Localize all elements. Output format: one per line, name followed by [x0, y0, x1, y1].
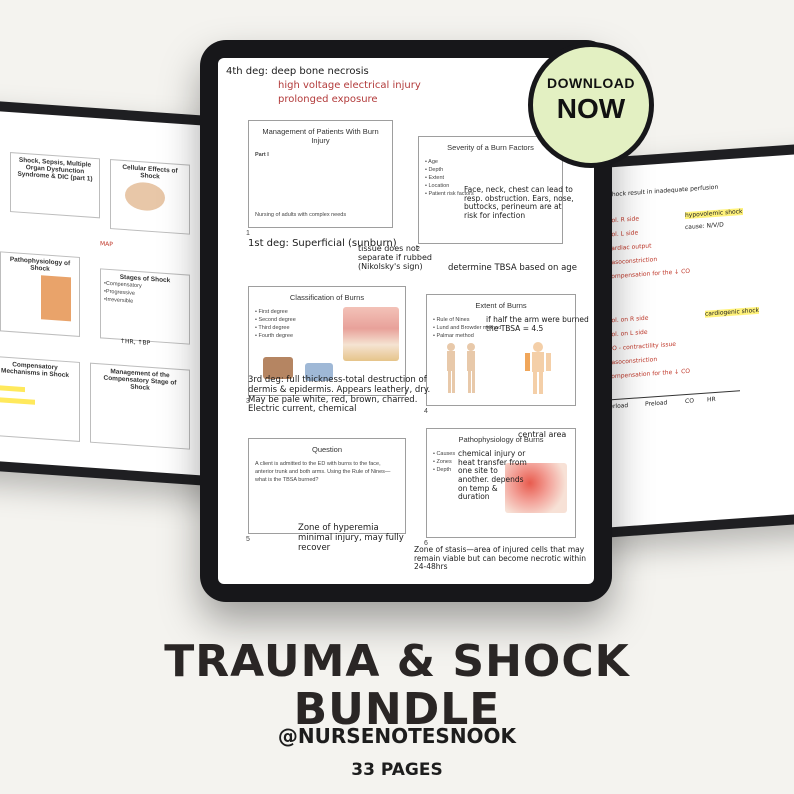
note-hyperemia: Zone of hyperemia minimal injury, may fu…	[298, 523, 404, 553]
note-central: central area	[518, 430, 567, 439]
mini-slide-pathophys-title: Pathophysiology of Shock	[9, 256, 71, 273]
line: ↓ CO - contractility issue	[601, 340, 676, 353]
note-4th-degree: 4th deg: deep bone necrosis	[226, 66, 369, 77]
highlight-mark	[0, 397, 35, 405]
question-text: A client is admitted to the ED with burn…	[255, 461, 391, 483]
slide-number: 3	[246, 398, 250, 405]
mini-slide-pathophys: Pathophysiology of Shock	[0, 251, 80, 337]
slide-footer: Nursing of adults with complex needs	[255, 212, 347, 218]
mini-slide-compensatory-title: Compensatory Mechanisms in Shock	[1, 361, 69, 380]
note-hypovolemic: hypovolemic shock	[685, 208, 743, 220]
cell-illustration	[125, 181, 165, 212]
burn-photo	[263, 357, 293, 379]
slide-number: 4	[424, 408, 428, 415]
note-nikolsky: tissue does not separate if rubbed (Niko…	[358, 244, 432, 272]
bullet: • First degree	[255, 309, 288, 315]
bullet: • Age	[425, 159, 438, 165]
left-tablet-screen: Shock, Sepsis, Multiple Organ Dysfunctio…	[0, 109, 220, 477]
badge-now-text: NOW	[556, 93, 626, 124]
note-cardiogenic: cardiogenic shock	[705, 306, 760, 318]
bullet: • Extent	[425, 175, 445, 181]
note-stasis: Zone of stasis—area of injured cells tha…	[414, 545, 586, 572]
bullet: • Causes	[433, 451, 456, 457]
mini-slide-stages: Stages of Shock •Compensatory •Progressi…	[100, 268, 190, 345]
slide-extent: Extent of Burns • Rule of Nines • Lund a…	[426, 294, 576, 406]
burn-zones-image	[505, 463, 567, 513]
bullet: • Rule of Nines	[433, 317, 470, 323]
slide-title: Classification of Burns	[289, 293, 365, 302]
mini-slide-management-title: Management of the Compensatory Stage of …	[103, 368, 177, 392]
line: → compensation for the ↓ CO	[601, 367, 691, 381]
product-title-line2: BUNDLE	[293, 684, 501, 735]
bullet: • Patient risk factors	[425, 191, 474, 197]
skin-layers-image	[343, 307, 399, 361]
flowchart-graphic	[41, 275, 71, 322]
bullet: • Palmar method	[433, 333, 474, 339]
slide-number: 6	[424, 540, 428, 547]
body-diagram-highlighted	[523, 341, 553, 397]
slide-title: Question	[311, 445, 343, 454]
note-3rd-degree: 3rd deg: full thickness-total destructio…	[248, 375, 431, 415]
mini-slide-title-text: Shock, Sepsis, Multiple Organ Dysfunctio…	[17, 156, 93, 183]
note-electrical: high voltage electrical injury	[278, 80, 421, 91]
badge-download-text: DOWNLOAD	[547, 75, 635, 91]
slide-title: Pathophysiology of Burns	[458, 435, 544, 444]
slide-title: Management of Patients With Burn Injury	[262, 127, 379, 145]
burn-photo	[305, 363, 333, 381]
slide-title: Extent of Burns	[475, 301, 527, 310]
slide-number: 2	[416, 246, 420, 253]
mini-slide-title: Shock, Sepsis, Multiple Organ Dysfunctio…	[10, 152, 100, 219]
comparison-table	[599, 390, 740, 502]
body-diagram	[441, 341, 481, 397]
bullet: • Second degree	[255, 317, 296, 323]
bullet: • Fourth degree	[255, 333, 294, 339]
note-exposure: prolonged exposure	[278, 94, 378, 105]
main-tablet-screen: 4th deg: deep bone necrosis high voltage…	[218, 58, 594, 584]
left-tablet: Shock, Sepsis, Multiple Organ Dysfunctio…	[0, 98, 230, 488]
slide-number: 1	[246, 230, 250, 237]
right-tablet: of shock result in inadequate perfusion …	[585, 140, 794, 540]
note-map: MAP	[100, 240, 113, 249]
right-tablet-screen: of shock result in inadequate perfusion …	[595, 151, 794, 529]
note-chemical: chemical injury or heat transfer from on…	[458, 449, 527, 502]
slide-severity: Severity of a Burn Factors • Age • Depth…	[418, 136, 563, 244]
highlight-mark	[0, 385, 25, 393]
note-bp: ↑HR, ↑BP	[120, 337, 151, 347]
note-1st-degree: 1st deg: Superficial (sunburn)	[248, 238, 397, 249]
bullet: • Location	[425, 183, 450, 189]
slide-classification: Classification of Burns • First degree •…	[248, 286, 406, 396]
download-badge[interactable]: DOWNLOAD NOW	[528, 42, 654, 168]
page-count: 33 PAGES	[351, 760, 443, 780]
slide-number: 5	[246, 536, 250, 543]
bullet: • Depth	[425, 167, 444, 173]
note-half-arm: if half the arm were burned the TBSA = 4…	[486, 315, 589, 333]
slide-question: Question A client is admitted to the ED …	[248, 438, 406, 534]
bullet: • Depth	[433, 467, 452, 473]
mini-slide-management: Management of the Compensatory Stage of …	[90, 362, 190, 450]
bullet: • Lund and Browder method	[433, 325, 502, 331]
product-title-line1: TRAUMA & SHOCK	[164, 636, 630, 687]
slide-pathophysiology: Pathophysiology of Burns • Causes • Zone…	[426, 428, 576, 538]
line: → compensation for the ↓ CO	[601, 267, 691, 281]
note-cause: cause: N/V/D	[685, 221, 724, 232]
mini-slide-compensatory: Compensatory Mechanisms in Shock	[0, 355, 80, 442]
note-face-neck: Face, neck, chest can lead to resp. obst…	[464, 185, 574, 220]
note-tbsa: determine TBSA based on age	[448, 263, 577, 273]
slide-title: Severity of a Burn Factors	[447, 143, 534, 152]
mini-slide-cellular-title: Cellular Effects of Shock	[122, 163, 178, 181]
note-perfusion: of shock result in inadequate perfusion	[601, 183, 719, 199]
slide-management: Management of Patients With Burn Injury …	[248, 120, 393, 228]
mini-slide-cellular: Cellular Effects of Shock	[110, 159, 190, 235]
slide-subtitle: Part I	[255, 152, 269, 158]
shop-handle: @NURSENOTESNOOK	[277, 724, 517, 748]
bullet: • Zones	[433, 459, 452, 465]
bullet: • Third degree	[255, 325, 290, 331]
